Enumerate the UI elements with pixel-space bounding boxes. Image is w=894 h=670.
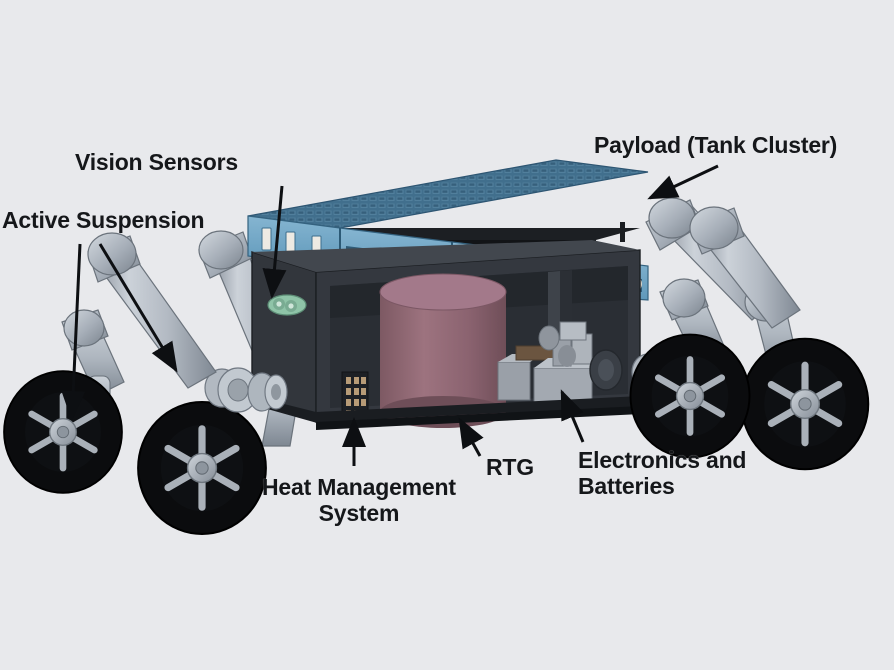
chassis-underframe	[252, 396, 640, 422]
suspension-leg-front-right	[659, 206, 801, 359]
leader-payload	[647, 164, 719, 200]
leader-electronics	[560, 389, 585, 443]
wheel-rear-right	[742, 339, 868, 470]
callout-label-electronics-and-batteries: Electronics and Batteries	[578, 447, 747, 499]
callout-label-rtg: RTG	[486, 454, 534, 480]
wheel-rear-left	[138, 402, 266, 534]
hip-bearing-assembly-left	[204, 367, 288, 413]
chassis-top-rim	[252, 240, 640, 272]
leader-active-suspension-1	[61, 243, 86, 421]
leader-rtg	[458, 417, 484, 457]
wheel-front-right	[630, 335, 749, 458]
wheel-front-left	[4, 371, 122, 493]
callout-leader-lines	[61, 164, 719, 466]
callout-label-active-suspension: Active Suspension	[2, 207, 205, 233]
leader-vision-sensors	[262, 185, 287, 299]
callout-label-payload-tank-cluster: Payload (Tank Cluster)	[594, 132, 838, 158]
leader-active-suspension-2	[98, 243, 178, 373]
callout-label-heat-management-system: Heat Management System	[262, 474, 456, 526]
rover-chassis	[251, 240, 641, 430]
vision-sensor-module	[267, 294, 307, 316]
callout-label-vision-sensors: Vision Sensors	[75, 149, 238, 175]
